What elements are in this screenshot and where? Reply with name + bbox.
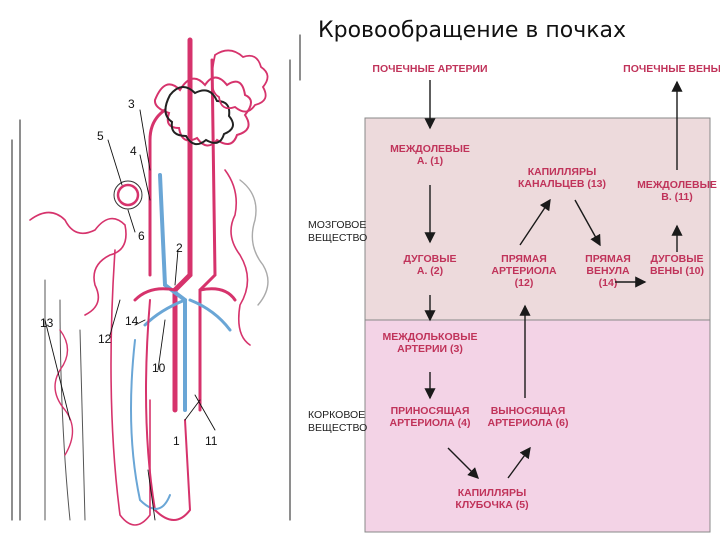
leader-lines: [44, 109, 216, 521]
anat-number-4: 4: [130, 144, 137, 158]
arrow-straight-to-capillaries: [519, 198, 551, 246]
interlobar-vein: [158, 173, 187, 412]
kidney-vessel-illustration: 3 4 5 6 2 10 1 11 12 13 14: [11, 34, 301, 526]
tubule-lower: [54, 329, 74, 456]
anat-number-2: 2: [176, 241, 183, 255]
anat-number-3: 3: [128, 97, 135, 111]
tubule-right-2: [239, 179, 269, 306]
anat-number-11: 11: [205, 434, 218, 448]
glomerulus: [116, 183, 140, 207]
cortex-zone: [364, 319, 711, 533]
arrow-capillaries-to-venule: [574, 199, 601, 247]
arcuate-artery-branch: [133, 287, 237, 302]
cortical-capillaries-top: [153, 76, 252, 147]
cortex-outline: [11, 34, 301, 521]
interlobar-artery: [172, 37, 193, 413]
arrow-glomerular-to-efferent: [507, 446, 531, 479]
interlobar-artery-2: [198, 58, 217, 412]
cortical-capillaries-dark: [164, 86, 234, 146]
arrow-afferent-to-glomerular: [447, 447, 479, 479]
page-title: Кровообращение в почках: [318, 18, 626, 43]
node-renal-veins: ПОЧЕЧНЫЕ ВЕНЫ: [623, 63, 720, 75]
tubule-right: [224, 169, 251, 346]
tubule-left: [29, 211, 127, 316]
vasa-recta-loop-blue: [130, 339, 171, 510]
cortical-capillaries-top-2: [210, 49, 269, 113]
long-loop: [110, 249, 151, 526]
node-renal-arteries: ПОЧЕЧНЫЕ АРТЕРИИ: [372, 63, 487, 75]
anat-number-12: 12: [98, 332, 112, 346]
anat-number-1: 1: [173, 434, 180, 448]
interlobular-artery: [148, 108, 167, 277]
anat-number-5: 5: [97, 129, 104, 143]
vasa-recta-loop: [145, 299, 192, 521]
anat-number-14: 14: [125, 314, 139, 328]
anat-number-6: 6: [138, 229, 145, 243]
anat-number-13: 13: [40, 316, 54, 330]
anat-number-10: 10: [152, 361, 166, 375]
